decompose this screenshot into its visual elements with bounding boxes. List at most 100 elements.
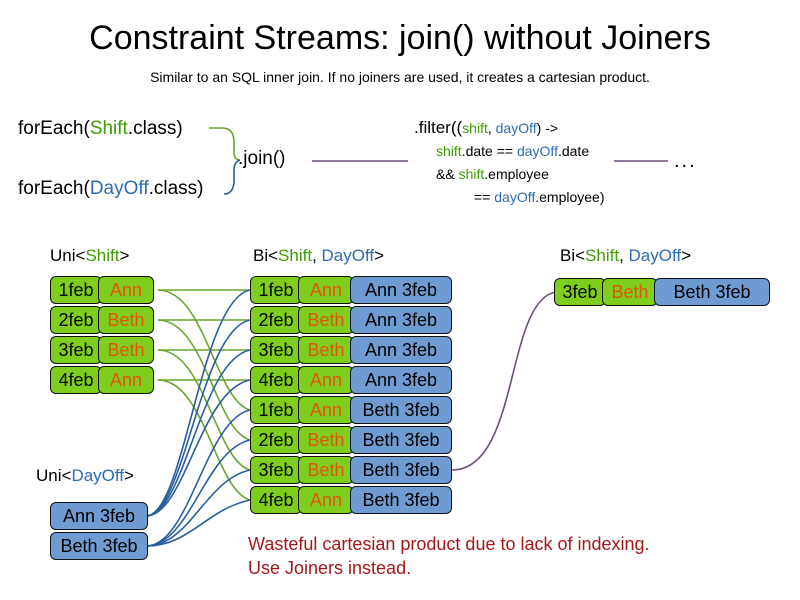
filter-line2-shift: shift xyxy=(436,143,462,159)
bi-dayoff-pair-cell: Ann 3feb xyxy=(350,276,452,304)
caption-bi-right-post: > xyxy=(681,246,692,265)
dayoff-pair-cell: Ann 3feb xyxy=(50,502,148,530)
caption-bi-middle-type-a: Shift xyxy=(278,246,313,265)
filter-line2-dayoff: dayOff xyxy=(516,143,558,159)
bi-dayoff-pair-cell: Beth 3feb xyxy=(350,396,452,424)
bi-middle-row[interactable]: 1feb Ann Beth 3feb xyxy=(250,396,452,424)
result-shift-name-cell: Beth xyxy=(602,278,658,306)
uni-shift-row[interactable]: 4feb Ann xyxy=(50,366,154,394)
wire-dayoff1-r2 xyxy=(145,319,251,517)
filter-line-1: .filter((shift, dayOff) -> xyxy=(414,116,605,140)
bi-shift-date-cell: 3feb xyxy=(250,456,302,484)
bi-shift-name-cell: Beth xyxy=(298,306,354,334)
wire-dayoff2-r5 xyxy=(145,409,251,547)
caption-bi-middle-pre: Bi< xyxy=(253,246,279,265)
filter-line3-shift: shift xyxy=(458,166,485,182)
uni-shift-row[interactable]: 2feb Beth xyxy=(50,306,154,334)
wire-shift2-b xyxy=(157,319,251,441)
bi-middle-row[interactable]: 4feb Ann Beth 3feb xyxy=(250,486,452,514)
bi-shift-date-cell: 2feb xyxy=(250,306,302,334)
caption-bi-right-type-b: DayOff xyxy=(628,246,682,265)
bi-middle-row[interactable]: 2feb Beth Beth 3feb xyxy=(250,426,452,454)
bi-shift-name-cell: Beth xyxy=(298,426,354,454)
filter-line3-end: .employee xyxy=(484,166,549,182)
filter-line4-dayoff: dayOff xyxy=(494,189,536,205)
shift-name-cell: Ann xyxy=(98,276,154,304)
warning-note: Wasteful cartesian product due to lack o… xyxy=(248,532,650,580)
bi-dayoff-pair-cell: Ann 3feb xyxy=(350,366,452,394)
uni-shift-row[interactable]: 1feb Ann xyxy=(50,276,154,304)
bi-dayoff-pair-cell: Ann 3feb xyxy=(350,306,452,334)
bi-shift-name-cell: Ann xyxy=(298,486,354,514)
caption-bi-right-type-a: Shift xyxy=(585,246,620,265)
bi-shift-date-cell: 4feb xyxy=(250,366,302,394)
foreach-shift-suffix: .class) xyxy=(127,118,183,139)
caption-bi-middle-type-b: DayOff xyxy=(321,246,375,265)
wire-dayoff2-r8 xyxy=(145,499,251,547)
shift-date-cell: 4feb xyxy=(50,366,102,394)
wire-shift4-b xyxy=(157,379,251,501)
wire-dayoff1-r1 xyxy=(145,289,251,517)
bi-shift-name-cell: Beth xyxy=(298,336,354,364)
foreach-shift-expression: forEach(Shift.class) xyxy=(18,118,183,140)
bi-middle-row[interactable]: 3feb Beth Beth 3feb xyxy=(250,456,452,484)
bi-dayoff-pair-cell: Beth 3feb xyxy=(350,486,452,514)
foreach-dayoff-expression: forEach(DayOff.class) xyxy=(18,178,204,200)
bi-right-row[interactable]: 3feb Beth Beth 3feb xyxy=(554,278,770,306)
foreach-dayoff-suffix: .class) xyxy=(148,178,204,199)
shift-date-cell: 3feb xyxy=(50,336,102,364)
filter-line1-open: .filter(( xyxy=(414,118,463,137)
bi-dayoff-pair-cell: Beth 3feb xyxy=(350,456,452,484)
filter-line4-eq: == xyxy=(474,189,495,205)
slide-subtitle: Similar to an SQL inner join. If no join… xyxy=(150,69,650,85)
bi-shift-name-cell: Beth xyxy=(298,456,354,484)
bi-shift-name-cell: Ann xyxy=(298,276,354,304)
caption-uni-dayoff-post: > xyxy=(124,466,134,485)
caption-bi-middle-post: > xyxy=(374,246,385,265)
uni-dayoff-row[interactable]: Beth 3feb xyxy=(50,532,148,560)
caption-uni-shift-type: Shift xyxy=(85,246,120,265)
bi-middle-row[interactable]: 3feb Beth Ann 3feb xyxy=(250,336,452,364)
wire-dayoff2-r6 xyxy=(145,439,251,547)
caption-bi-right-pre: Bi< xyxy=(560,246,586,265)
filter-line-3: && shift.employee xyxy=(414,163,605,186)
wire-dayoff1-r3 xyxy=(145,349,251,517)
caption-uni-dayoff: Uni<DayOff> xyxy=(36,466,134,486)
caption-bi-middle-sep: , xyxy=(312,246,322,265)
wire-shift3-b xyxy=(157,349,251,471)
bi-shift-name-cell: Ann xyxy=(298,366,354,394)
bi-shift-date-cell: 1feb xyxy=(250,276,302,304)
bi-shift-date-cell: 1feb xyxy=(250,396,302,424)
uni-dayoff-row[interactable]: Ann 3feb xyxy=(50,502,148,530)
wire-filter-result xyxy=(451,291,557,471)
caption-uni-shift: Uni<Shift> xyxy=(50,246,129,266)
warning-line-1: Wasteful cartesian product due to lack o… xyxy=(248,534,650,554)
wire-shift1-b xyxy=(157,289,251,411)
wire-shift-to-join xyxy=(209,127,241,161)
bi-shift-date-cell: 3feb xyxy=(250,336,302,364)
caption-uni-shift-pre: Uni< xyxy=(50,246,86,265)
slide-title: Constraint Streams: join() without Joine… xyxy=(89,19,711,57)
filter-param-dayoff: dayOff xyxy=(495,120,537,136)
shift-date-cell: 1feb xyxy=(50,276,102,304)
uni-shift-row[interactable]: 3feb Beth xyxy=(50,336,154,364)
caption-uni-shift-post: > xyxy=(119,246,130,265)
wire-dayoff1-r4 xyxy=(145,379,251,517)
filter-line4-end: .employee) xyxy=(535,189,605,205)
filter-expression: .filter((shift, dayOff) -> shift.date ==… xyxy=(414,116,605,209)
wire-dayoff2-r7 xyxy=(145,469,251,547)
caption-bi-right: Bi<Shift, DayOff> xyxy=(560,246,691,266)
bi-middle-row[interactable]: 1feb Ann Ann 3feb xyxy=(250,276,452,304)
foreach-shift-type: Shift xyxy=(89,118,128,139)
filter-line3-and: && xyxy=(436,166,459,182)
filter-line-2: shift.date == dayOff.date xyxy=(414,140,605,163)
bi-middle-row[interactable]: 2feb Beth Ann 3feb xyxy=(250,306,452,334)
bi-shift-date-cell: 4feb xyxy=(250,486,302,514)
bi-dayoff-pair-cell: Ann 3feb xyxy=(350,336,452,364)
result-shift-date-cell: 3feb xyxy=(554,278,606,306)
bi-middle-row[interactable]: 4feb Ann Ann 3feb xyxy=(250,366,452,394)
filter-line2-mid: .date == xyxy=(461,143,517,159)
caption-uni-dayoff-pre: Uni< xyxy=(36,466,72,485)
foreach-shift-prefix: forEach( xyxy=(18,118,90,139)
